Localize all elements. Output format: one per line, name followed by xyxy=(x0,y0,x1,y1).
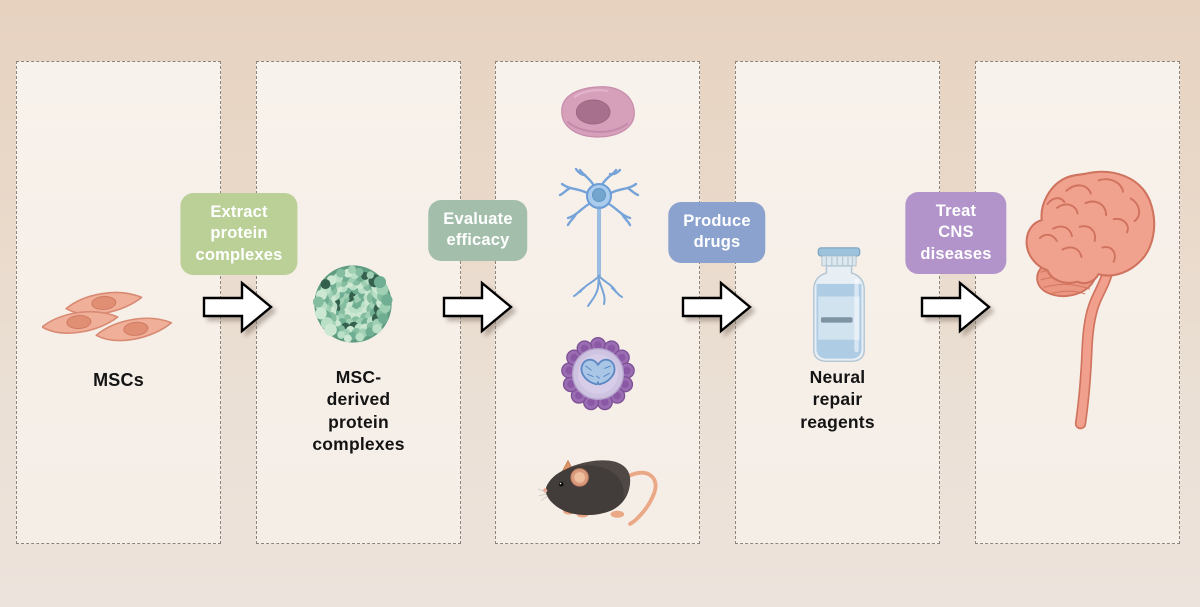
cell-icon xyxy=(561,86,635,138)
arrow-icon-1 xyxy=(202,278,274,341)
step-evaluate-efficacy: Evaluate efficacy xyxy=(428,200,528,261)
panel-mscs: MSCs xyxy=(16,61,221,544)
mouse-icon xyxy=(537,459,658,526)
panel-caption-mscs: MSCs xyxy=(93,370,144,390)
panel-cns xyxy=(975,61,1180,544)
msc-cells-icon xyxy=(42,291,173,342)
panel-protein-complexes: MSC- derived protein complexes xyxy=(256,61,461,544)
step-produce-drugs: Produce drugs xyxy=(668,202,766,263)
panel-evaluation-models xyxy=(495,61,700,544)
brain-spinal-cord-icon xyxy=(1025,170,1156,430)
step-extract-protein-complexes: Extract protein complexes xyxy=(180,193,298,276)
organoid-icon xyxy=(561,336,635,411)
panel-neural-repair-reagents: Neural repair reagents xyxy=(735,61,940,544)
panel-caption-protein: MSC- derived protein complexes xyxy=(312,367,405,455)
arrow-icon-3 xyxy=(681,278,753,341)
panel-caption-reagents: Neural repair reagents xyxy=(800,367,875,432)
step-treat-cns-diseases: Treat CNS diseases xyxy=(905,192,1007,275)
reagent-vial-icon xyxy=(813,247,865,363)
arrow-icon-4 xyxy=(920,278,992,341)
neuron-icon xyxy=(558,168,640,307)
arrow-icon-2 xyxy=(442,278,514,341)
protein-complex-icon xyxy=(312,265,393,343)
